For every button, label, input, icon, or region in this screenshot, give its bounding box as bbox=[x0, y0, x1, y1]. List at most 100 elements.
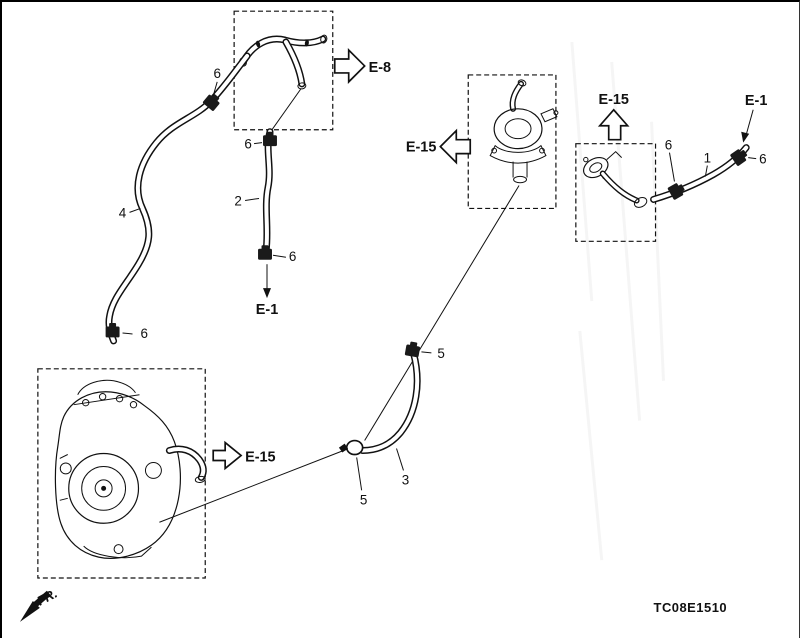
engine-outline bbox=[54, 391, 182, 559]
ring-clamp-band bbox=[345, 439, 364, 456]
joint-pipe-end-bottom bbox=[297, 82, 307, 90]
joint-assembly-dashed-box bbox=[233, 10, 334, 131]
engine-rib-1 bbox=[59, 454, 68, 459]
fr-arrow-shaft bbox=[31, 590, 51, 609]
callout-5-bottom: 5 bbox=[360, 492, 367, 507]
callout-6-hose4-top: 6 bbox=[213, 66, 220, 81]
tick-callout-6d bbox=[272, 254, 287, 258]
thermostat-sensor-tip bbox=[553, 110, 559, 116]
tick-callout-5a bbox=[421, 351, 432, 354]
engine-bolt-3 bbox=[115, 395, 124, 403]
leader-thermostat-to-clamp bbox=[364, 185, 520, 441]
outlet-pipe-dashed-box bbox=[575, 143, 657, 242]
e1-top-arrowhead-icon bbox=[741, 131, 750, 143]
thermostat-lower-stub bbox=[512, 161, 528, 178]
joint-pipe-rib2 bbox=[304, 39, 309, 47]
ref-label-e15-thermostat: E-15 bbox=[406, 140, 437, 156]
callout-6-hose1-left: 6 bbox=[665, 138, 672, 153]
hose-1: 6 6 1 E-1 bbox=[650, 93, 767, 203]
engine-block: E-15 bbox=[37, 368, 276, 579]
engine-rib-2 bbox=[59, 497, 68, 501]
clamp-6-hose2-top bbox=[263, 131, 277, 147]
tick-callout-5b bbox=[356, 457, 363, 491]
callout-6-hose2-bottom: 6 bbox=[289, 249, 296, 264]
joint-hose-assembly: E-8 bbox=[233, 10, 391, 131]
tick-callout-6a bbox=[212, 81, 218, 96]
e1-bottom-arrowhead-icon bbox=[263, 288, 271, 299]
tick-callout-6e bbox=[668, 152, 675, 182]
hose-3: 5 5 3 bbox=[338, 340, 445, 507]
ref-label-e1-bottom: E-1 bbox=[256, 302, 278, 318]
engine-cover-line bbox=[73, 394, 140, 406]
clamp-5-ring bbox=[338, 439, 364, 456]
engine-bolt-1 bbox=[81, 399, 90, 407]
callout-6-hose1-right: 6 bbox=[759, 152, 766, 167]
thermostat-bolt-right bbox=[539, 147, 545, 154]
tick-callout-4 bbox=[129, 207, 141, 213]
clamp-5-hose3-top bbox=[404, 340, 421, 358]
e15-right-arrow-icon bbox=[212, 440, 243, 471]
leader-joint-to-hose2 bbox=[271, 88, 302, 131]
tick-callout-1 bbox=[704, 165, 708, 177]
hose-3-core bbox=[360, 350, 420, 453]
outlet-pipe-bracket bbox=[606, 150, 623, 160]
engine-pulley-mid bbox=[81, 465, 127, 511]
thermostat-upper-stub-core bbox=[511, 82, 523, 111]
thermostat-bolt-left bbox=[491, 147, 498, 154]
engine-pulley-hub bbox=[94, 479, 113, 498]
outlet-pipe-bolt1 bbox=[583, 156, 589, 163]
thermostat-assembly: E-15 bbox=[406, 74, 559, 210]
callout-6-hose4-bottom: 6 bbox=[140, 326, 147, 341]
engine-bolt-4 bbox=[129, 400, 138, 409]
ref-label-e15-outlet: E-15 bbox=[598, 92, 629, 108]
engine-bolt-2 bbox=[98, 393, 107, 401]
engine-pan bbox=[83, 545, 152, 559]
hose-2: 6 6 2 E-1 bbox=[234, 128, 296, 318]
engine-pulley-center bbox=[101, 485, 107, 491]
hose-2-core bbox=[264, 129, 272, 254]
outlet-pipe-flange bbox=[582, 156, 609, 179]
engine-outlet-stub-core bbox=[167, 446, 206, 480]
e15-up-arrow-icon bbox=[597, 108, 630, 141]
water-outlet-pipe: E-15 bbox=[575, 92, 657, 242]
hose-4: 6 6 4 bbox=[105, 52, 251, 345]
ref-label-e8: E-8 bbox=[369, 60, 391, 76]
e1-top-leader bbox=[745, 109, 754, 135]
engine-outlet-stub bbox=[165, 445, 207, 481]
tick-callout-6f bbox=[748, 157, 757, 160]
tick-callout-2 bbox=[245, 197, 260, 201]
tick-callout-6c bbox=[253, 142, 263, 145]
engine-pan-plug bbox=[113, 544, 124, 555]
thermostat-body-inner bbox=[504, 118, 532, 140]
hose-4-path bbox=[105, 52, 251, 345]
engine-stub-end bbox=[194, 475, 206, 483]
engine-top-arc bbox=[77, 379, 136, 395]
diagram-code: TC08E1510 bbox=[654, 600, 728, 615]
tick-callout-3 bbox=[396, 448, 404, 471]
thermostat-body bbox=[493, 108, 543, 150]
outlet-pipe-end bbox=[633, 197, 648, 208]
outlet-pipe-tube-core bbox=[601, 171, 639, 203]
joint-pipe-end-right bbox=[320, 34, 328, 44]
leader-engine-to-clamp bbox=[159, 448, 349, 523]
joint-pipe-rib bbox=[255, 40, 261, 48]
ref-label-e15-engine: E-15 bbox=[245, 449, 275, 465]
outlet-pipe-flange-inner bbox=[589, 162, 603, 173]
fr-indicator: FR. bbox=[19, 586, 60, 622]
thermostat-lower-stub-end bbox=[513, 175, 528, 184]
tick-callout-6b bbox=[122, 332, 133, 335]
callout-3: 3 bbox=[402, 472, 409, 487]
thermostat-sensor bbox=[540, 108, 558, 123]
callout-4: 4 bbox=[119, 205, 127, 220]
e8-arrow-icon bbox=[333, 47, 366, 84]
joint-pipe-branch-core bbox=[283, 40, 304, 86]
callout-5-top: 5 bbox=[437, 346, 444, 361]
callout-2: 2 bbox=[234, 193, 241, 208]
hose-4-core bbox=[106, 54, 250, 343]
engine-drawing bbox=[54, 379, 207, 559]
leader-lines bbox=[159, 88, 520, 523]
engine-pulley-outer bbox=[68, 452, 140, 524]
callout-6-hose2-top: 6 bbox=[244, 137, 251, 152]
